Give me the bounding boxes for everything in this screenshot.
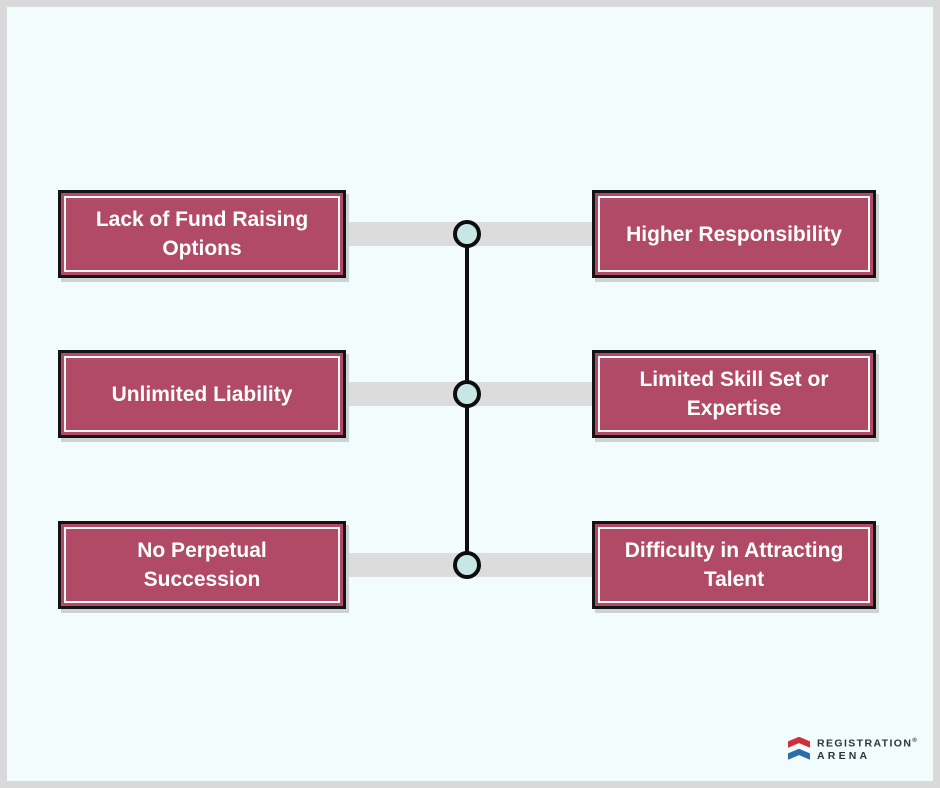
- box-no-perpetual-succession: No Perpetual Succession: [58, 521, 346, 609]
- registration-arena-logo: REGISTRATION® ARENA: [788, 735, 917, 762]
- spine-node-row1: [453, 220, 481, 248]
- spine-node-row3: [453, 551, 481, 579]
- registered-trademark-symbol: ®: [912, 738, 917, 744]
- box-unlimited-liability: Unlimited Liability: [58, 350, 346, 438]
- box-lack-of-fund-raising-options: Lack of Fund Raising Options: [58, 190, 346, 278]
- box-label: No Perpetual Succession: [137, 539, 267, 591]
- box-difficulty-in-attracting-talent: Difficulty in Attracting Talent: [592, 521, 876, 609]
- box-label: Lack of Fund Raising Options: [95, 208, 309, 260]
- box-label: Higher Responsibility: [626, 222, 842, 246]
- box-higher-responsibility: Higher Responsibility: [592, 190, 876, 278]
- logo-chevrons-icon: [788, 736, 810, 760]
- box-label: Limited Skill Set or Expertise: [639, 368, 829, 420]
- blue-chevron-icon: [788, 748, 810, 760]
- red-chevron-icon: [788, 736, 810, 748]
- box-label: Unlimited Liability: [111, 382, 293, 406]
- logo-line2: ARENA: [817, 749, 871, 762]
- logo-wordmark: REGISTRATION® ARENA: [817, 735, 917, 762]
- box-limited-skill-set-or-expertise: Limited Skill Set or Expertise: [592, 350, 876, 438]
- logo-line1: REGISTRATION®: [817, 737, 917, 750]
- box-label: Difficulty in Attracting Talent: [624, 539, 844, 591]
- spine-node-row2: [453, 380, 481, 408]
